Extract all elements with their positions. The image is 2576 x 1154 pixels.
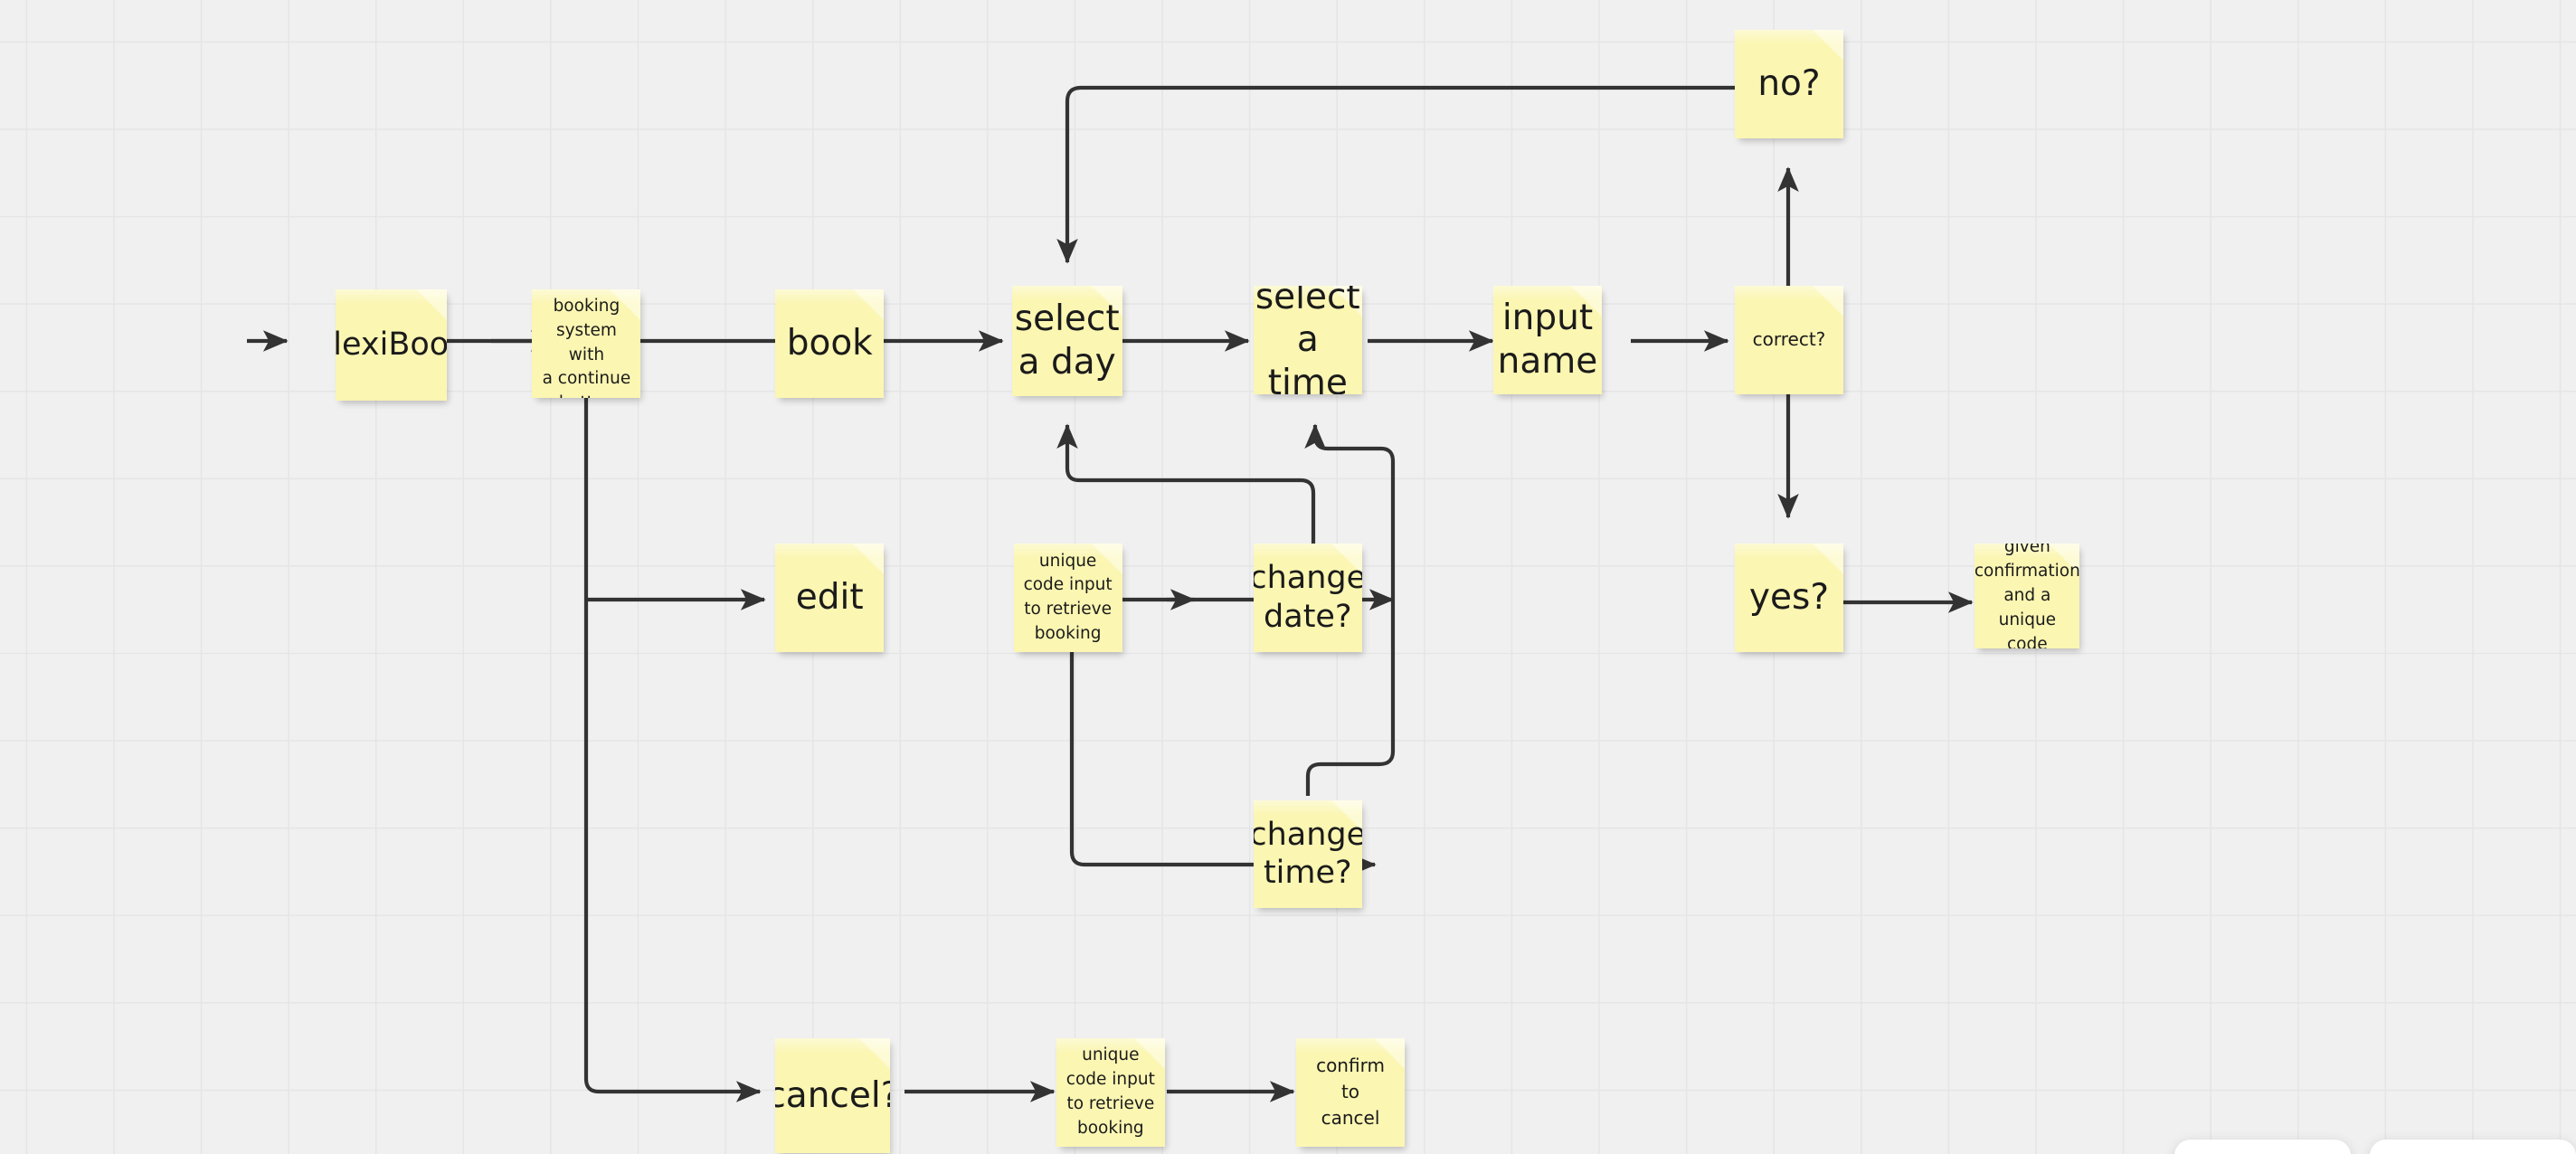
note-flexibook[interactable]: FlexiBook	[335, 288, 448, 402]
note-label: select a day	[1014, 298, 1120, 383]
note-confirm-to-cancel[interactable]: confirm to cancel	[1296, 1037, 1405, 1147]
note-correct[interactable]: correct?	[1735, 286, 1843, 394]
note-cancel[interactable]: cancel?	[775, 1037, 891, 1154]
note-no[interactable]: no?	[1735, 29, 1843, 138]
note-input-name[interactable]: input name	[1493, 286, 1602, 394]
note-unique-code-1[interactable]: unique code input to retrieve booking	[1013, 544, 1122, 653]
connector-no-to-selectday	[1056, 85, 1735, 264]
floating-toolbar-left[interactable]	[2174, 1140, 2351, 1154]
note-label: change time?	[1253, 816, 1362, 892]
note-book[interactable]: book	[775, 288, 885, 398]
note-label: FlexiBook	[335, 326, 448, 364]
note-label: no?	[1757, 62, 1821, 104]
note-given-confirmation[interactable]: given confirmation and a unique code	[1975, 544, 2080, 649]
connector-class-trunk	[583, 392, 762, 1102]
note-edit[interactable]: edit	[775, 544, 885, 653]
note-unique-code-2[interactable]: unique code input to retrieve booking	[1056, 1037, 1165, 1147]
note-change-date[interactable]: change date?	[1253, 544, 1362, 653]
note-label: cancel?	[775, 1074, 890, 1116]
note-select-a-time[interactable]: select a time	[1253, 286, 1362, 394]
note-label: unique code input to retrieve booking	[1065, 1045, 1155, 1138]
note-change-time[interactable]: change time?	[1253, 799, 1362, 909]
note-label: class booking system with a continue but…	[542, 289, 631, 398]
note-label: confirm to cancel	[1316, 1055, 1385, 1130]
floating-toolbar-right[interactable]	[2370, 1140, 2576, 1154]
note-label: given confirmation and a unique code	[1975, 544, 2080, 649]
note-select-a-day[interactable]: select a day	[1011, 286, 1122, 396]
note-label: select a time	[1255, 286, 1360, 394]
note-class-booking[interactable]: class booking system with a continue but…	[532, 288, 641, 398]
note-label: book	[786, 322, 873, 364]
note-yes[interactable]: yes?	[1735, 544, 1843, 653]
note-label: edit	[795, 577, 864, 619]
note-label: correct?	[1752, 328, 1826, 351]
note-label: change date?	[1253, 560, 1362, 636]
note-label: input name	[1497, 298, 1598, 382]
note-label: unique code input to retrieve booking	[1023, 551, 1113, 643]
note-label: yes?	[1748, 577, 1830, 619]
